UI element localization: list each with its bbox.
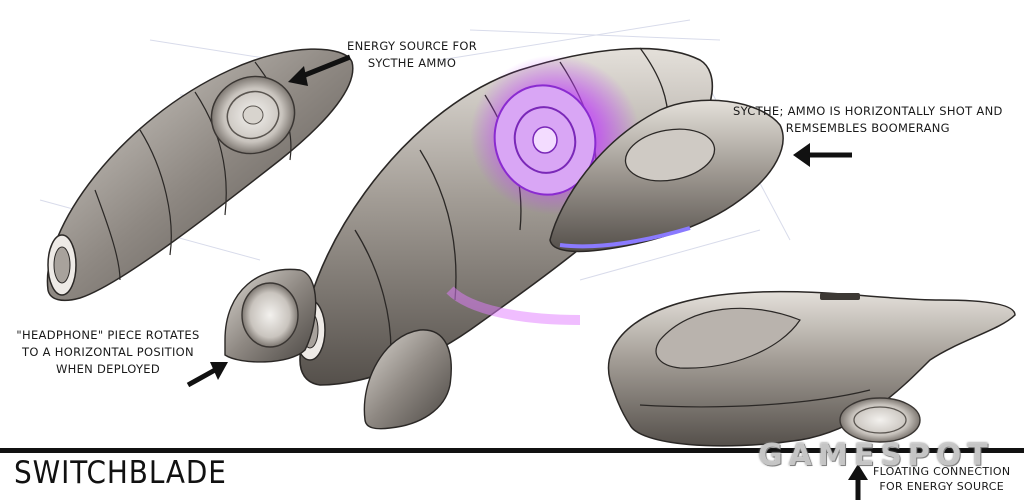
watermark-logo: GAMESPOT xyxy=(758,438,994,473)
bottom-right-pod xyxy=(607,290,1016,447)
note-energy-source: ENERGY SOURCE FOR SYCTHE AMMO xyxy=(347,39,478,70)
title-rule xyxy=(0,448,1024,453)
arrow-sycthe xyxy=(793,143,852,167)
main-ship xyxy=(224,47,784,430)
page-title: SWITCHBLADE xyxy=(14,455,227,491)
top-left-pod xyxy=(46,48,354,302)
note-headphone-piece: "HEADPHONE" PIECE ROTATES TO A HORIZONTA… xyxy=(16,328,200,376)
arrow-energy xyxy=(288,54,351,86)
arrow-floating xyxy=(848,464,868,500)
note-floating-connection: FLOATING CONNECTION FOR ENERGY SOURCE xyxy=(873,465,1011,493)
note-sycthe: SYCTHE; AMMO IS HORIZONTALLY SHOT AND RE… xyxy=(733,104,1003,135)
arrow-headphone xyxy=(186,362,228,388)
